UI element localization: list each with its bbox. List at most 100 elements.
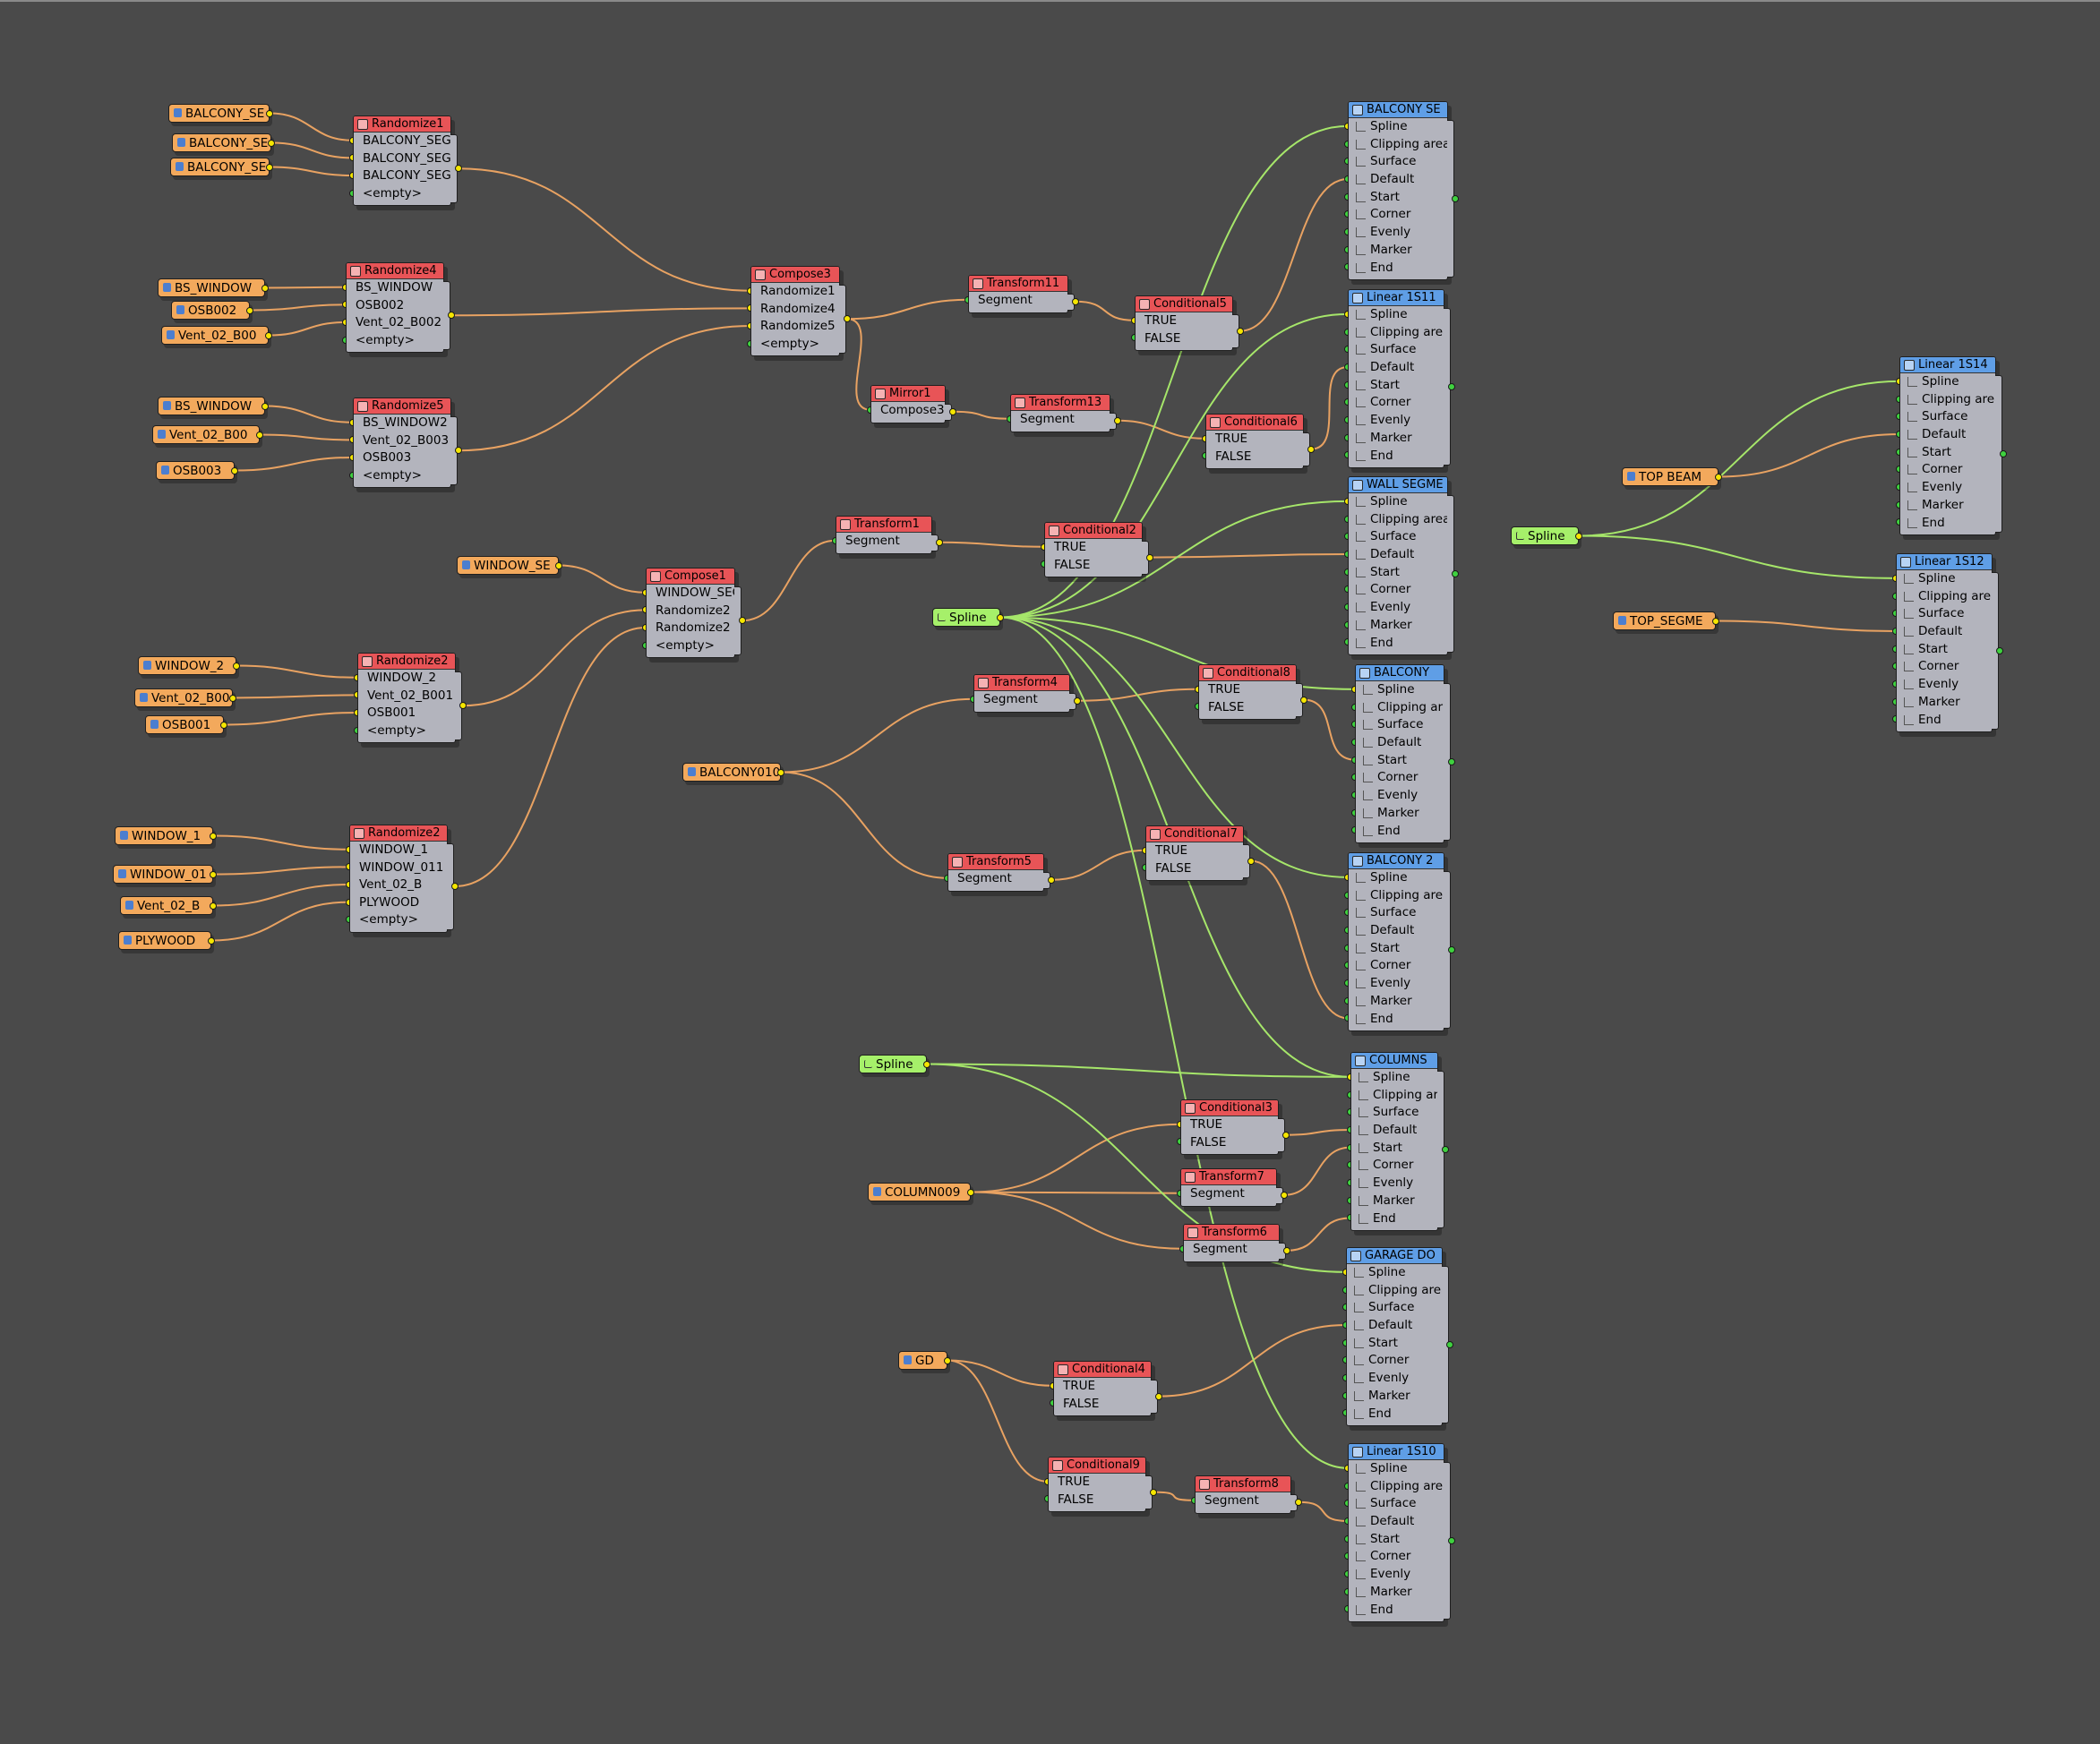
output-port[interactable] [1146,553,1153,561]
node-header[interactable]: BALCONY 2 [1349,853,1444,869]
output-port[interactable] [268,139,275,147]
output-port[interactable] [739,617,746,625]
output-port[interactable] [997,613,1004,621]
output-port[interactable] [923,1060,930,1068]
constant-node-c-osb2[interactable]: OSB002 [171,301,250,320]
node-header[interactable]: Compose1 [647,569,734,585]
output-port[interactable] [455,165,462,173]
node-header[interactable]: Randomize2 [358,654,455,670]
constant-node-c-top1[interactable]: TOP BEAM [1622,467,1719,486]
node-header[interactable]: GARAGE DO [1347,1248,1442,1264]
output-port[interactable] [1048,876,1055,884]
node-header[interactable]: Conditional7 [1146,826,1243,842]
node-header[interactable]: COLUMNS [1351,1053,1437,1069]
output-port[interactable] [229,694,236,702]
node-header[interactable]: Transform1 [836,517,931,533]
constant-node-c-vent3[interactable]: Vent_02_B00 [134,688,233,707]
output-port[interactable] [1074,697,1081,705]
node-header[interactable]: Conditional9 [1049,1458,1145,1474]
node-header[interactable]: Conditional3 [1181,1100,1278,1116]
output-port[interactable] [265,331,272,339]
output-port[interactable] [261,284,269,292]
node-header[interactable]: Randomize5 [354,398,450,415]
output-port[interactable] [1446,1340,1453,1348]
node-header[interactable]: Transform7 [1181,1169,1276,1185]
node-header[interactable]: WALL SEGME [1349,477,1447,493]
output-port[interactable] [1448,1536,1455,1544]
constant-node-c-vent4[interactable]: Vent_02_B [120,896,213,915]
output-port[interactable] [266,163,273,171]
output-port[interactable] [261,402,269,410]
output-port[interactable] [1575,532,1582,540]
output-port[interactable] [2000,449,2007,457]
output-port[interactable] [1237,327,1244,335]
output-port[interactable] [1448,757,1455,765]
output-port[interactable] [944,1356,951,1364]
node-header[interactable]: Randomize4 [347,263,443,279]
node-header[interactable]: Transform13 [1011,395,1110,411]
constant-node-c-gd[interactable]: GD [898,1351,947,1370]
node-header[interactable]: BALCONY [1356,665,1444,681]
node-header[interactable]: Transform5 [948,854,1043,870]
output-port[interactable] [210,832,217,840]
constant-node-c-spl3[interactable]: Spline [1511,526,1579,545]
constant-node-c-osb3[interactable]: OSB003 [156,461,235,480]
output-port[interactable] [1155,1392,1162,1400]
node-header[interactable]: Transform6 [1184,1225,1279,1241]
output-port[interactable] [1247,857,1255,865]
node-header[interactable]: Conditional8 [1199,665,1296,681]
output-port[interactable] [448,312,455,320]
output-port[interactable] [949,407,956,415]
output-port[interactable] [1996,646,2003,654]
node-header[interactable]: Linear 1S10 [1349,1444,1444,1460]
constant-node-c-bs1[interactable]: BALCONY_SE [168,104,270,123]
node-header[interactable]: Randomize1 [354,116,450,133]
constant-node-c-win01[interactable]: WINDOW_01 [113,865,213,884]
node-header[interactable]: Transform8 [1196,1476,1290,1492]
output-port[interactable] [210,870,217,878]
constant-node-c-spl1[interactable]: Spline [932,608,1000,627]
output-port[interactable] [246,306,253,314]
output-port[interactable] [455,447,462,455]
output-port[interactable] [777,768,784,776]
constant-node-c-ply[interactable]: PLYWOOD [118,931,211,950]
node-header[interactable]: Transform4 [974,675,1069,691]
output-port[interactable] [1448,382,1455,390]
constant-node-c-osb1[interactable]: OSB001 [145,715,224,734]
node-header[interactable]: Conditional4 [1054,1362,1151,1378]
output-port[interactable] [1283,1246,1290,1254]
constant-node-c-win1[interactable]: WINDOW_1 [115,826,213,845]
constant-node-c-bs2[interactable]: BALCONY_SE [172,133,271,152]
node-header[interactable]: Linear 1S12 [1897,554,1992,570]
constant-node-c-vent2[interactable]: Vent_02_B00 [152,425,260,444]
node-header[interactable]: Transform11 [969,276,1067,292]
